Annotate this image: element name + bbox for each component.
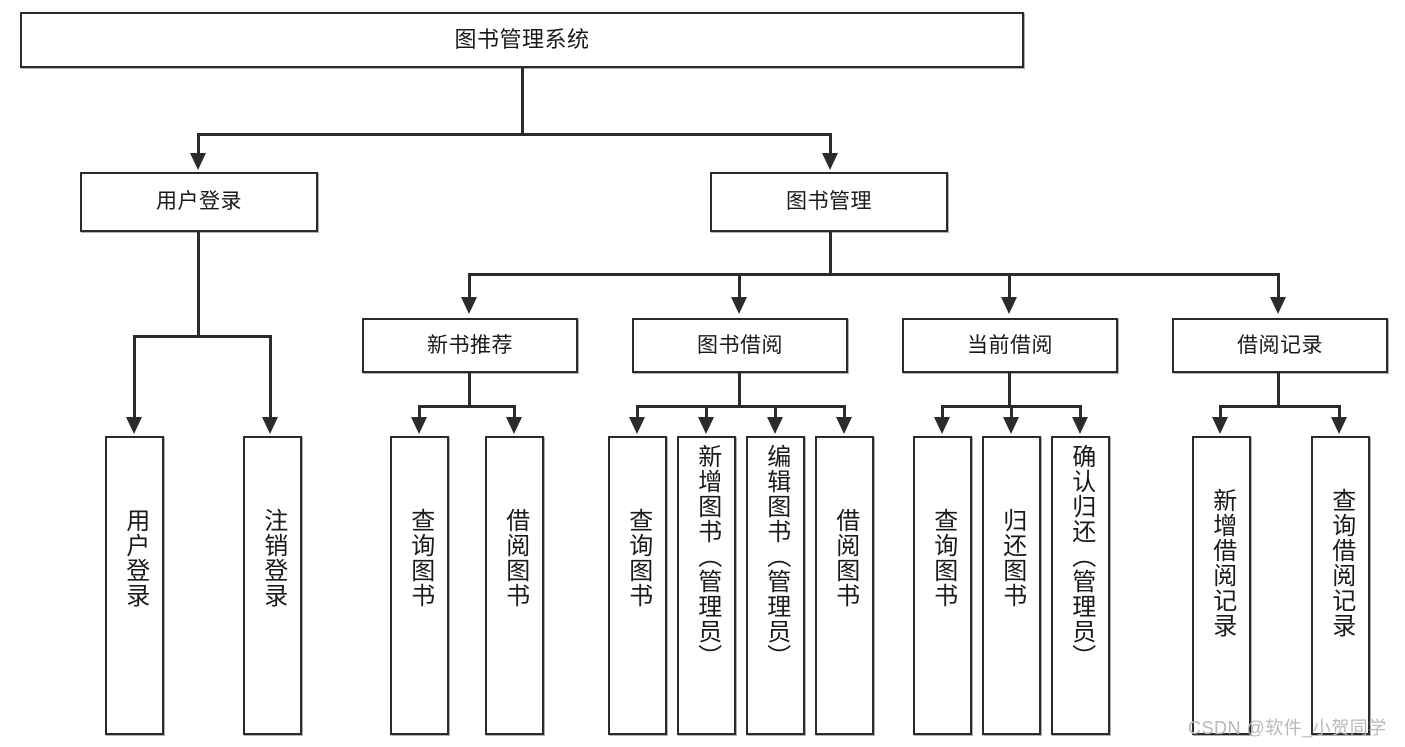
- node-label: 查询图书: [624, 508, 652, 608]
- connector-user-login-leaf-2: [269, 335, 272, 419]
- connector-user-login-bus: [133, 335, 269, 338]
- node-label: 查询图书: [929, 508, 957, 608]
- connector-book-borrow-leaf-2: [705, 405, 708, 419]
- arrow-to-new-book: [461, 297, 477, 314]
- connector-new-book-stem: [468, 373, 471, 407]
- leaf-user-login[interactable]: 用户登录: [105, 436, 164, 735]
- node-label: 新增借阅记录: [1208, 488, 1236, 638]
- arrow-current-borrow-leaf-1: [934, 417, 950, 434]
- connector-current-borrow-stem: [1008, 373, 1011, 407]
- arrow-borrow-record-leaf-2: [1331, 417, 1347, 434]
- arrow-current-borrow-leaf-2: [1003, 417, 1019, 434]
- connector-to-book-borrow: [738, 273, 741, 299]
- connector-to-borrow-record: [1277, 273, 1280, 299]
- node-label: 确认归还（管理员）: [1067, 444, 1095, 669]
- connector-to-current-borrow: [1008, 273, 1011, 299]
- connector-book-management-stem: [829, 232, 832, 275]
- node-user-login[interactable]: 用户登录: [80, 172, 318, 232]
- node-new-book-recommend[interactable]: 新书推荐: [362, 318, 578, 373]
- arrow-new-book-leaf-2: [506, 417, 522, 434]
- node-label: 借阅图书: [831, 508, 859, 608]
- node-label: 查询图书: [406, 508, 434, 608]
- arrow-user-login-leaf-2: [262, 417, 278, 434]
- node-label: 新增图书（管理员）: [693, 444, 721, 669]
- connector-new-book-leaf-2: [513, 405, 516, 419]
- leaf-confirm-return-admin[interactable]: 确认归还（管理员）: [1051, 436, 1110, 735]
- connector-new-book-bus: [418, 405, 516, 408]
- connector-current-borrow-leaf-2: [1010, 405, 1013, 419]
- connector-current-borrow-leaf-1: [941, 405, 944, 419]
- leaf-edit-book-admin[interactable]: 编辑图书（管理员）: [746, 436, 805, 735]
- leaf-add-borrow-record[interactable]: 新增借阅记录: [1192, 436, 1251, 735]
- connector-user-login-leaf-1: [133, 335, 136, 419]
- leaf-return-book[interactable]: 归还图书: [982, 436, 1041, 735]
- arrow-current-borrow-leaf-3: [1072, 417, 1088, 434]
- node-borrow-record[interactable]: 借阅记录: [1172, 318, 1388, 373]
- arrow-user-login-leaf-1: [126, 417, 142, 434]
- leaf-query-book-new-recommend[interactable]: 查询图书: [390, 436, 449, 735]
- leaf-add-book-admin[interactable]: 新增图书（管理员）: [677, 436, 736, 735]
- node-root-book-management-system[interactable]: 图书管理系统: [20, 12, 1024, 68]
- connector-borrow-record-leaf-2: [1338, 405, 1341, 419]
- node-label: 归还图书: [998, 508, 1026, 608]
- connector-book-borrow-leaf-3: [774, 405, 777, 419]
- connector-borrow-record-bus: [1219, 405, 1341, 408]
- node-current-borrow[interactable]: 当前借阅: [902, 318, 1118, 373]
- arrow-to-current-borrow: [1001, 297, 1017, 314]
- node-label: 用户登录: [121, 508, 149, 608]
- leaf-query-book-current[interactable]: 查询图书: [913, 436, 972, 735]
- arrow-borrow-record-leaf-1: [1212, 417, 1228, 434]
- node-book-borrow[interactable]: 图书借阅: [632, 318, 848, 373]
- connector-borrow-record-leaf-1: [1219, 405, 1222, 419]
- node-label: 注销登录: [259, 508, 287, 608]
- arrow-book-borrow-leaf-4: [836, 417, 852, 434]
- connector-book-borrow-stem: [738, 373, 741, 407]
- node-label: 当前借阅: [967, 333, 1053, 357]
- connector-book-borrow-leaf-4: [843, 405, 846, 419]
- arrow-to-user-login: [190, 153, 206, 170]
- node-label: 图书借阅: [697, 333, 783, 357]
- arrow-book-borrow-leaf-1: [629, 417, 645, 434]
- arrow-book-borrow-leaf-2: [698, 417, 714, 434]
- leaf-borrow-book-new-recommend[interactable]: 借阅图书: [485, 436, 544, 735]
- leaf-logout[interactable]: 注销登录: [243, 436, 302, 735]
- connector-new-book-leaf-1: [418, 405, 421, 419]
- node-label: 图书管理系统: [454, 26, 590, 52]
- connector-level3-bus: [468, 273, 1280, 276]
- connector-to-book-management: [829, 133, 832, 155]
- node-label: 新书推荐: [427, 333, 513, 357]
- connector-current-borrow-leaf-3: [1079, 405, 1082, 419]
- node-book-management[interactable]: 图书管理: [710, 172, 948, 232]
- connector-user-login-stem: [197, 232, 200, 337]
- node-label: 借阅记录: [1237, 333, 1323, 357]
- connector-book-borrow-bus: [636, 405, 846, 408]
- arrow-new-book-leaf-1: [411, 417, 427, 434]
- node-label: 用户登录: [156, 190, 242, 214]
- node-label: 查询借阅记录: [1327, 488, 1355, 638]
- node-label: 编辑图书（管理员）: [762, 444, 790, 669]
- connector-to-user-login: [197, 133, 200, 155]
- connector-to-new-book: [468, 273, 471, 299]
- leaf-borrow-book[interactable]: 借阅图书: [815, 436, 874, 735]
- node-label: 图书管理: [786, 190, 872, 214]
- connector-borrow-record-stem: [1277, 373, 1280, 407]
- arrow-to-book-borrow: [731, 297, 747, 314]
- arrow-to-book-management: [822, 153, 838, 170]
- connector-level2-bus: [197, 133, 832, 136]
- connector-book-borrow-leaf-1: [636, 405, 639, 419]
- leaf-query-borrow-record[interactable]: 查询借阅记录: [1311, 436, 1370, 735]
- csdn-watermark: CSDN @软件_小贺同学: [1188, 718, 1387, 738]
- arrow-to-borrow-record: [1270, 297, 1286, 314]
- connector-root-stem: [521, 68, 524, 135]
- arrow-book-borrow-leaf-3: [767, 417, 783, 434]
- node-label: 借阅图书: [501, 508, 529, 608]
- leaf-query-book-borrow[interactable]: 查询图书: [608, 436, 667, 735]
